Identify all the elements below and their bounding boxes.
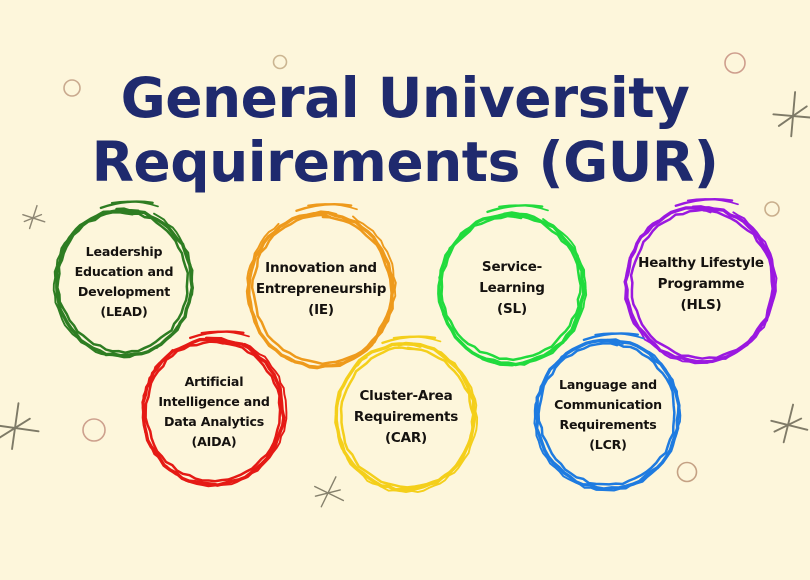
requirement-circle-hls[interactable]: Healthy Lifestyle Programme (HLS)	[601, 181, 801, 387]
requirement-label-lead: Leadership Education and Development (LE…	[74, 244, 174, 319]
requirement-circle-aida[interactable]: Artificial Intelligence and Data Analyti…	[118, 313, 310, 511]
hand-drawn-circle-ie	[245, 203, 397, 370]
requirement-label-hls: Healthy Lifestyle Programme (HLS)	[638, 254, 764, 313]
requirement-label-aida: Artificial Intelligence and Data Analyti…	[158, 374, 270, 449]
hand-drawn-circle-car	[334, 335, 479, 494]
requirement-label-lcr: Language and Communication Requirements …	[554, 377, 662, 452]
page-title: General University Requirements (GUR)	[91, 66, 719, 194]
hand-drawn-circle-lead	[52, 200, 194, 359]
requirement-circle-lead[interactable]: Leadership Education and Development (LE…	[30, 183, 218, 381]
hand-drawn-circle-lcr	[533, 332, 682, 492]
title-block: General University Requirements (GUR)	[0, 66, 810, 194]
requirement-label-ie: Innovation and Entrepreneurship (IE)	[255, 259, 387, 318]
requirement-circle-ie[interactable]: Innovation and Entrepreneurship (IE)	[223, 186, 419, 392]
requirement-circle-sl[interactable]: Service- Learning (SL)	[414, 187, 610, 389]
hand-drawn-circle-hls	[623, 198, 778, 365]
hand-drawn-circle-aida	[141, 330, 288, 488]
requirement-circle-lcr[interactable]: Language and Communication Requirements …	[511, 315, 705, 515]
hand-drawn-circle-sl	[437, 204, 588, 367]
requirement-label-sl: Service- Learning (SL)	[479, 258, 545, 317]
requirement-label-car: Cluster-Area Requirements (CAR)	[353, 387, 459, 446]
requirement-circle-car[interactable]: Cluster-Area Requirements (CAR)	[311, 318, 501, 516]
